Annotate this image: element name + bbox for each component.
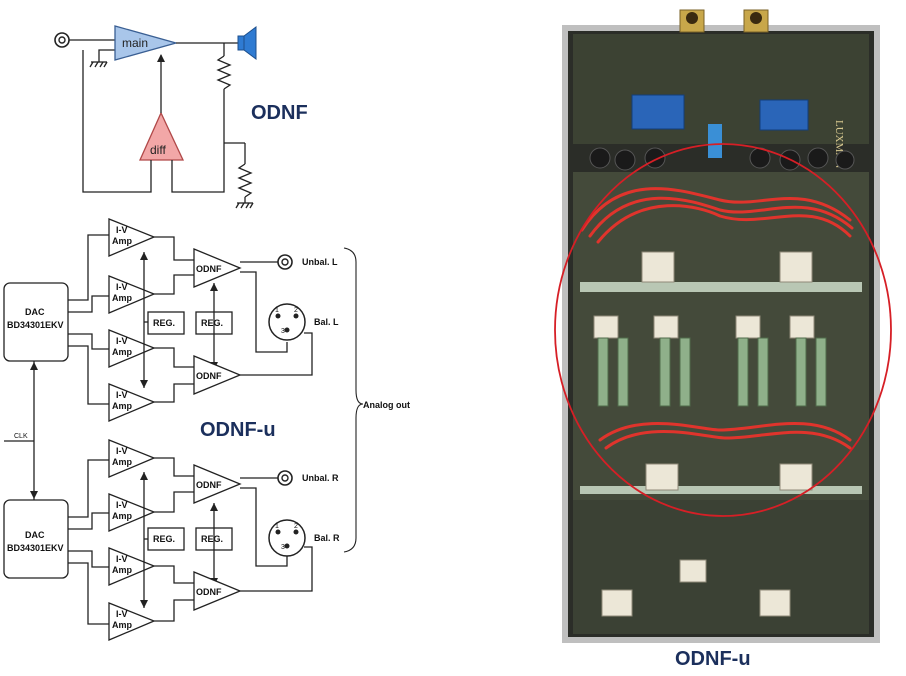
svg-text:REG.: REG. [153,318,175,328]
svg-text:Amp: Amp [112,293,133,303]
svg-text:I-V: I-V [116,282,128,292]
bal-r-label: Bal. R [314,533,340,543]
svg-text:Amp: Amp [112,457,133,467]
unbal-l-label: Unbal. L [302,257,338,267]
svg-text:ODNF: ODNF [196,480,222,490]
dac-2 [3,499,69,579]
dac-1 [3,282,69,362]
iv-amp: I-V Amp [108,275,156,314]
svg-text:Amp: Amp [112,620,133,630]
svg-text:2: 2 [294,307,298,314]
svg-text:Amp: Amp [112,565,133,575]
odnf-amp: ODNF [193,571,242,611]
svg-text:Amp: Amp [112,236,133,246]
svg-text:2: 2 [294,523,298,530]
speaker-icon [237,26,257,60]
svg-text:I-V: I-V [116,609,128,619]
odnf-title: ODNF [251,102,308,124]
iv-amp: I-V Amp [108,439,156,478]
diff-amp [138,111,185,161]
svg-text:ODNF: ODNF [196,264,222,274]
unbal-r-jack-icon [277,470,293,486]
main-amp-label: main [122,36,148,50]
analog-out-brace [343,247,364,553]
ground-icon [89,61,108,68]
svg-text:ODNF: ODNF [196,371,222,381]
svg-text:3: 3 [281,328,285,335]
odnf-amp: ODNF [193,464,242,504]
svg-text:I-V: I-V [116,554,128,564]
bal-l-label: Bal. L [314,317,339,327]
odnf-u-board-photo: LUXMAN [554,9,892,670]
unbal-l-jack-icon [277,254,293,270]
svg-text:REG.: REG. [153,534,175,544]
iv-amp: I-V Amp [108,493,156,532]
reg-box: REG. [147,527,185,551]
svg-text:I-V: I-V [116,500,128,510]
feedback-resistor-bottom [237,163,253,198]
svg-text:I-V: I-V [116,446,128,456]
svg-text:ODNF: ODNF [196,587,222,597]
ground-icon [235,202,254,209]
svg-text:I-V: I-V [116,336,128,346]
svg-text:Amp: Amp [112,347,133,357]
analog-out-label: Analog out [363,400,410,410]
svg-text:I-V: I-V [116,225,128,235]
svg-text:1: 1 [275,523,279,530]
xlr-connector-r-icon: 1 2 3 [268,519,306,557]
xlr-connector-l-icon: 1 2 3 [268,303,306,341]
iv-amp: I-V Amp [108,602,156,641]
unbal-r-label: Unbal. R [302,473,339,483]
diff-amp-label: diff [150,143,166,157]
svg-text:REG.: REG. [201,534,223,544]
reg-box: REG. [147,311,185,335]
photo-caption: ODNF-u [675,648,751,670]
odnf-u-caption: ODNF-u [200,419,276,441]
svg-text:REG.: REG. [201,318,223,328]
main-amp [114,25,179,61]
iv-amp: I-V Amp [108,329,156,368]
input-jack-icon [54,32,70,48]
iv-amp: I-V Amp [108,547,156,586]
iv-amp: I-V Amp [108,218,156,257]
svg-text:Amp: Amp [112,401,133,411]
odnf-u-block-diagram: DAC BD34301EKV DAC BD34301EKV CLK I-V Am… [3,218,410,641]
svg-text:I-V: I-V [116,390,128,400]
svg-text:DAC: DAC [25,307,45,317]
svg-text:DAC: DAC [25,530,45,540]
odnf-amp: ODNF [193,248,242,288]
svg-text:Amp: Amp [112,511,133,521]
iv-amp: I-V Amp [108,383,156,422]
svg-text:1: 1 [275,307,279,314]
odnf-u-highlight-ellipse [554,143,892,517]
odnf-concept-diagram: main diff ODNF [54,25,308,209]
svg-text:BD34301EKV: BD34301EKV [7,543,64,553]
feedback-resistor-top [216,55,232,90]
odnf-amp: ODNF [193,355,242,395]
svg-text:3: 3 [281,544,285,551]
svg-text:BD34301EKV: BD34301EKV [7,320,64,330]
clk-label: CLK [14,433,28,440]
